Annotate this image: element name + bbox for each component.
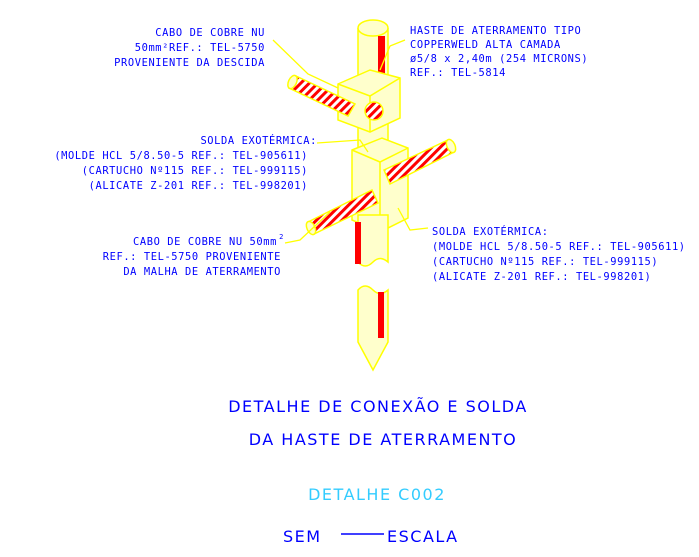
svg-text:ESCALA: ESCALA: [387, 527, 459, 546]
grounding-rod-tip: [357, 285, 389, 372]
title-line-1: DETALHE DE CONEXÃO E SOLDA: [228, 397, 528, 416]
svg-text:HASTE DE ATERRAMENTO TIPO: HASTE DE ATERRAMENTO TIPO: [410, 25, 581, 37]
svg-text:REF.: TEL-5750 PROVENIENTE: REF.: TEL-5750 PROVENIENTE: [103, 251, 281, 263]
svg-text:(CARTUCHO Nº115 REF.: TEL-9991: (CARTUCHO Nº115 REF.: TEL-999115): [432, 256, 658, 268]
label-cable-bottom: CABO DE COBRE NU 50mm 2 REF.: TEL-5750 P…: [103, 233, 284, 278]
svg-text:PROVENIENTE DA DESCIDA: PROVENIENTE DA DESCIDA: [114, 57, 265, 69]
copper-cable-right: [383, 138, 457, 186]
svg-text:2: 2: [279, 233, 284, 241]
svg-text:(ALICATE Z-201 REF.: TEL-99820: (ALICATE Z-201 REF.: TEL-998201): [89, 180, 308, 192]
detail-title: DETALHE DE CONEXÃO E SOLDA DA HASTE DE A…: [228, 397, 528, 449]
svg-text:SOLDA EXOTÉRMICA:: SOLDA EXOTÉRMICA:: [432, 225, 549, 238]
label-weld-right: SOLDA EXOTÉRMICA: (MOLDE HCL 5/8.50-5 RE…: [432, 225, 686, 283]
svg-text:(MOLDE HCL 5/8.50-5 REF.: TEL-: (MOLDE HCL 5/8.50-5 REF.: TEL-905611): [54, 150, 308, 162]
svg-text:50mm²REF.: TEL-5750: 50mm²REF.: TEL-5750: [135, 42, 265, 54]
label-weld-left: SOLDA EXOTÉRMICA: (MOLDE HCL 5/8.50-5 RE…: [54, 134, 317, 192]
leader-lines: [272, 39, 429, 244]
svg-text:SEM: SEM: [283, 527, 322, 546]
svg-text:ø5/8 x 2,40m (254 MICRONS): ø5/8 x 2,40m (254 MICRONS): [410, 53, 588, 65]
scale-note: SEM ESCALA: [283, 527, 459, 546]
label-grounding-rod: HASTE DE ATERRAMENTO TIPO COPPERWELD ALT…: [410, 25, 588, 79]
svg-text:(ALICATE Z-201 REF.: TEL-99820: (ALICATE Z-201 REF.: TEL-998201): [432, 271, 651, 283]
copper-cable-top: [287, 74, 384, 121]
title-line-2: DA HASTE DE ATERRAMENTO: [249, 430, 518, 449]
svg-text:(MOLDE HCL 5/8.50-5 REF.: TEL-: (MOLDE HCL 5/8.50-5 REF.: TEL-905611): [432, 241, 686, 253]
detail-code: DETALHE C002: [308, 485, 446, 504]
svg-text:SOLDA EXOTÉRMICA:: SOLDA EXOTÉRMICA:: [200, 134, 317, 147]
label-cable-top: CABO DE COBRE NU 50mm²REF.: TEL-5750 PRO…: [114, 27, 265, 69]
svg-text:REF.: TEL-5814: REF.: TEL-5814: [410, 67, 506, 79]
grounding-rod-middle: [355, 214, 389, 267]
svg-text:(CARTUCHO Nº115 REF.: TEL-9991: (CARTUCHO Nº115 REF.: TEL-999115): [82, 165, 308, 177]
svg-text:DA MALHA DE ATERRAMENTO: DA MALHA DE ATERRAMENTO: [123, 266, 281, 278]
svg-text:CABO DE COBRE NU 50mm: CABO DE COBRE NU 50mm: [133, 236, 277, 248]
svg-text:CABO DE COBRE NU: CABO DE COBRE NU: [155, 27, 265, 39]
svg-text:COPPERWELD ALTA CAMADA: COPPERWELD ALTA CAMADA: [410, 39, 561, 51]
